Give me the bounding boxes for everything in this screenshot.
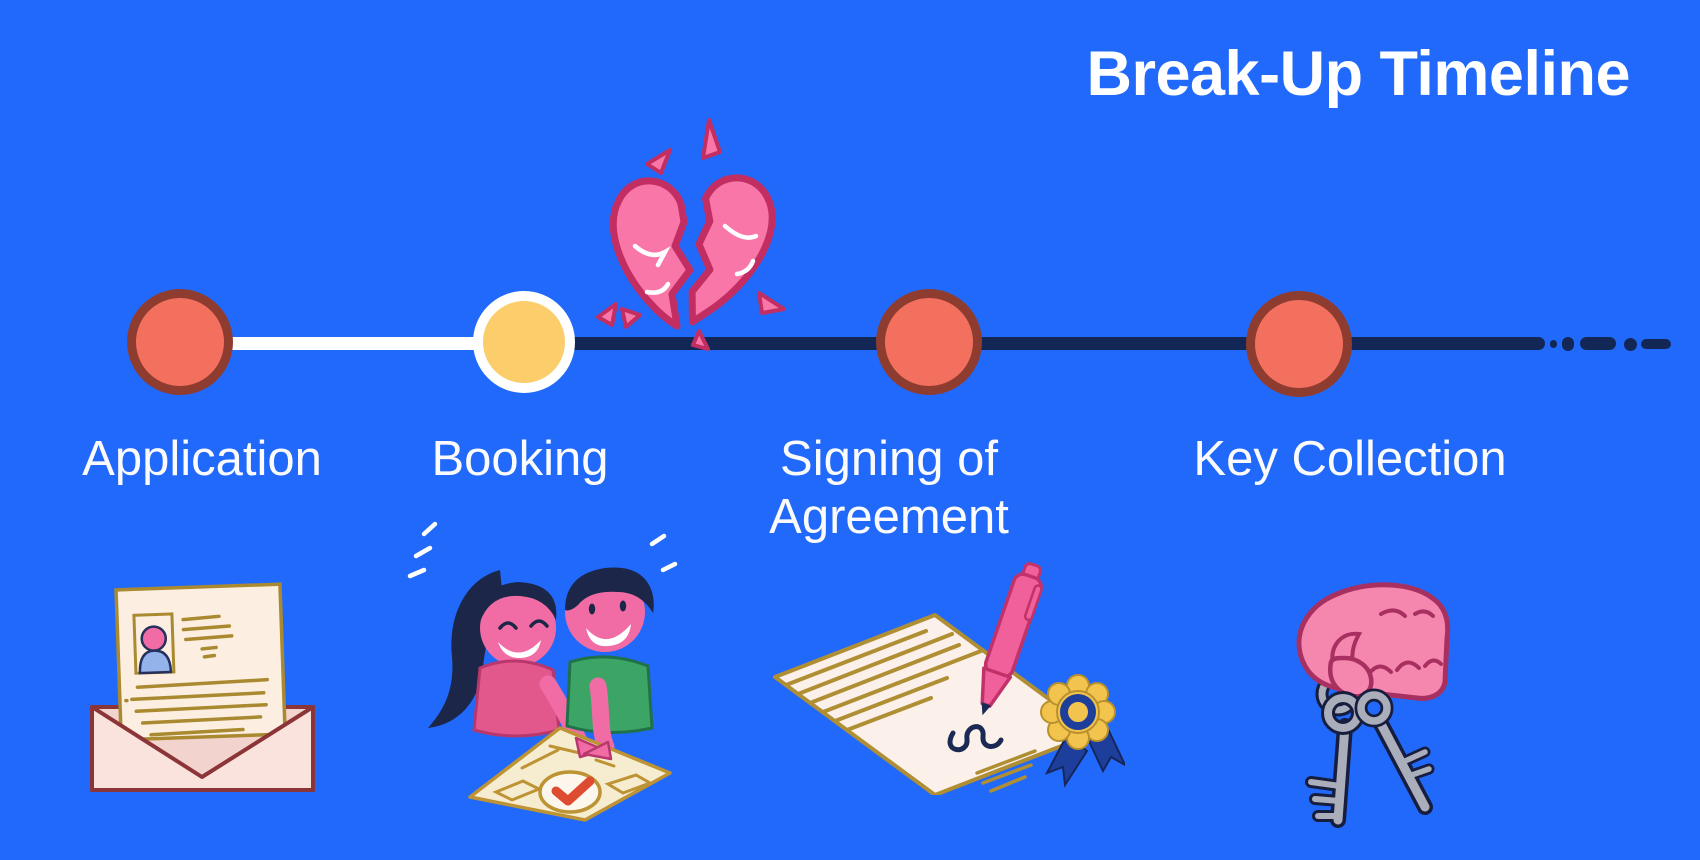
- step-label-signing: Signing of Agreement: [769, 432, 1009, 544]
- key-right: [1354, 688, 1435, 815]
- girl-shirt: [472, 659, 561, 738]
- boy-smile: [586, 624, 631, 647]
- application-letter: [114, 582, 287, 742]
- heart-right-half: [688, 174, 776, 326]
- step-label-application: Application: [82, 432, 322, 486]
- boy-figure: [565, 567, 654, 756]
- heart-shards: [596, 118, 786, 351]
- booking-couple-illustration: [407, 521, 678, 822]
- broken-heart-icon: [596, 118, 786, 351]
- page-title: Break-Up Timeline: [1086, 39, 1630, 109]
- red-checkmark: [551, 776, 595, 806]
- contract-text-lines: [784, 629, 983, 732]
- timeline-dash: [1562, 337, 1574, 351]
- step-label-booking: Booking: [431, 432, 609, 486]
- boy-arm: [589, 677, 615, 756]
- hand: [1296, 582, 1451, 701]
- pen-nib: [981, 702, 992, 716]
- timeline-node-booking: [473, 291, 575, 393]
- timeline-segment-completed: [180, 337, 524, 350]
- sparkle-marks: [407, 521, 678, 579]
- timeline-dash: [1641, 339, 1671, 349]
- girl-smile: [498, 640, 541, 659]
- applicant-photo-head: [140, 625, 167, 652]
- timeline-dash: [1550, 340, 1557, 348]
- floorplan: [468, 726, 672, 822]
- timeline-dash: [1580, 337, 1616, 350]
- boy-pointing-hand: [582, 740, 613, 761]
- signing-contract-illustration: [773, 562, 1125, 795]
- boy-hair: [565, 567, 654, 613]
- applicant-photo-body: [138, 649, 173, 675]
- signature-squiggle: [947, 724, 1004, 753]
- timeline-node-key-collection: [1246, 291, 1352, 397]
- wax-seal: [1040, 674, 1116, 750]
- girl-figure: [428, 570, 589, 752]
- key-left: [1305, 691, 1365, 828]
- envelope-front: [90, 705, 315, 792]
- key-collection-hand-illustration: [1296, 582, 1451, 828]
- application-letter-illustration: [90, 582, 315, 792]
- timeline-dash: [1624, 338, 1637, 351]
- pen: [980, 562, 1043, 716]
- timeline-node-application: [127, 289, 233, 395]
- girl-hair: [479, 582, 557, 622]
- step-label-key-collection: Key Collection: [1193, 432, 1507, 486]
- boy-shirt: [565, 655, 654, 734]
- timeline-node-signing: [876, 289, 982, 395]
